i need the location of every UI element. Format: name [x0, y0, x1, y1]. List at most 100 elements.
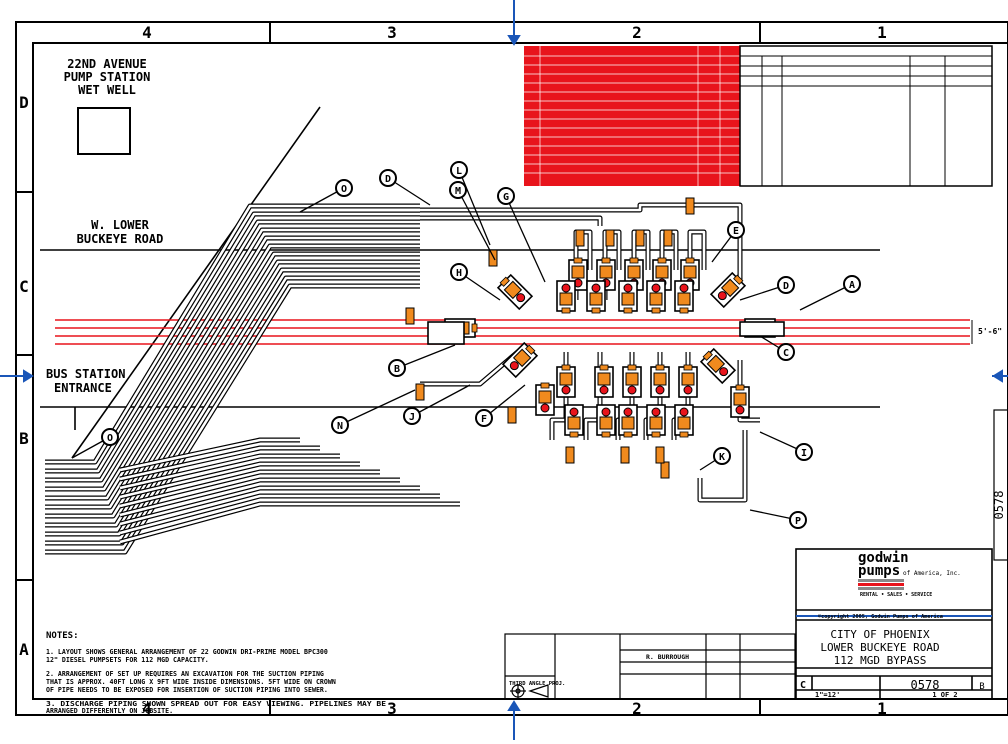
- pump-impeller: [683, 385, 693, 395]
- pump-coupling: [702, 350, 713, 361]
- third-angle-symbol: [510, 684, 549, 698]
- pumpset: [646, 404, 666, 438]
- pipe-fitting: [605, 229, 615, 247]
- pump-impeller: [569, 407, 579, 417]
- logo-pumps: pumps: [858, 563, 900, 579]
- pump-impeller: [561, 283, 571, 293]
- discharge-pipe-bore: [45, 236, 420, 500]
- pump-impeller: [679, 283, 689, 293]
- pump-impeller: [561, 385, 571, 395]
- pump-impeller: [655, 385, 665, 395]
- pump-body: [653, 372, 667, 386]
- outer-frame: [15, 21, 1008, 716]
- pumpset: [699, 347, 737, 385]
- callout-circle: [795, 443, 813, 461]
- note-1b: 12" DIESEL PUMPSETS FOR 112 MGD CAPACITY…: [46, 656, 209, 664]
- col-3-bottom: 3: [387, 699, 397, 718]
- discharge-pipe-bore: [119, 462, 360, 499]
- wet-well-label-3: WET WELL: [78, 83, 136, 97]
- title-line-1: CITY OF PHOENIX: [830, 628, 930, 641]
- bus-label-1: BUS STATION: [46, 367, 125, 381]
- pump-coupling: [569, 431, 579, 438]
- pipe-fitting: [575, 229, 585, 247]
- discharge-pipe-bore: [119, 470, 380, 508]
- logo-tagline: RENTAL • SALES • SERVICE: [860, 592, 932, 598]
- pump-coupling: [651, 307, 661, 314]
- pumpset: [496, 273, 534, 311]
- pump-body: [683, 265, 697, 279]
- approver-name: R. BURROUGH: [646, 653, 689, 661]
- callout-leader: [505, 195, 546, 283]
- pumpset: [709, 271, 747, 309]
- discharge-pipe-bore: [45, 204, 420, 464]
- pump-body: [627, 265, 641, 279]
- scale-value: 1"=12': [815, 691, 840, 699]
- revision-letter: B: [979, 682, 984, 692]
- third-angle-label: THIRD ANGLE PROJ.: [509, 681, 565, 687]
- col-1-top: 1: [877, 23, 887, 42]
- row-c: C: [19, 277, 29, 296]
- col-4-bottom: 4: [142, 699, 152, 718]
- row-d: D: [19, 93, 29, 112]
- pumpset: [618, 404, 638, 438]
- callout-circle: [331, 416, 349, 434]
- callout-letter: F: [481, 414, 487, 425]
- sheet-size: C: [800, 680, 806, 691]
- col-4-top: 4: [142, 23, 152, 42]
- logo-suffix: of America, Inc.: [903, 570, 961, 577]
- pump-body: [597, 372, 611, 386]
- pipe-fitting: [663, 229, 673, 247]
- pump-coupling: [499, 276, 510, 287]
- pipe-fitting: [488, 249, 498, 267]
- dimension-label: 5'-6": [978, 327, 1002, 336]
- pump-body: [733, 392, 747, 406]
- pump-body: [625, 372, 639, 386]
- pump-impeller: [651, 283, 661, 293]
- col-2-bottom: 2: [632, 699, 642, 718]
- discharge-pipe-bore: [45, 220, 420, 482]
- suction-manifold-left: [427, 321, 465, 345]
- pump-body: [681, 372, 695, 386]
- note-2b: THAT IS APPROX. 40FT LONG X 9FT WIDE INS…: [46, 678, 336, 686]
- pumpset: [730, 384, 750, 418]
- pump-coupling: [599, 364, 609, 371]
- pump-coupling: [627, 364, 637, 371]
- revision-table: [739, 45, 993, 187]
- discharge-pipe-bore: [119, 454, 340, 490]
- pump-impeller: [719, 367, 729, 377]
- pumpset: [556, 364, 576, 398]
- callout-letter: D: [783, 281, 789, 292]
- pumpset: [596, 404, 616, 438]
- col-1-bottom: 1: [877, 699, 887, 718]
- row-a: A: [19, 640, 29, 659]
- callout-leader: [396, 344, 456, 369]
- column-ticks: [16, 22, 761, 715]
- pump-body: [512, 348, 532, 368]
- pipe-fitting: [565, 446, 575, 464]
- pump-body: [649, 292, 663, 306]
- pump-coupling: [685, 257, 695, 264]
- drawing-number: 0578: [911, 678, 940, 692]
- callout-letter: L: [456, 166, 462, 177]
- side-drawing-number: 0578: [992, 491, 1006, 520]
- pipe-fitting: [655, 446, 665, 464]
- pump-impeller: [516, 293, 526, 303]
- pump-body: [599, 265, 613, 279]
- pump-coupling: [655, 364, 665, 371]
- pumpset: [674, 404, 694, 438]
- parts-list-table: [524, 46, 740, 186]
- callout-letter: B: [394, 364, 400, 375]
- discharge-pipe-bore: [420, 216, 602, 226]
- sheet-number: 1 OF 2: [932, 691, 957, 699]
- logo-stripes: [858, 579, 904, 590]
- note-2a: 2. ARRANGEMENT OF SET UP REQUIRES AN EXC…: [46, 670, 324, 678]
- pump-impeller: [651, 407, 661, 417]
- pump-impeller: [540, 403, 550, 413]
- callout-letter: I: [801, 448, 807, 459]
- note-1a: 1. LAYOUT SHOWS GENERAL ARRANGEMENT OF 2…: [46, 648, 328, 656]
- row-b: B: [19, 429, 29, 448]
- discharge-pipe-bore: [45, 268, 420, 536]
- callout-circle: [713, 447, 731, 465]
- pump-coupling: [561, 307, 571, 314]
- wet-well-label-2: PUMP STATION: [64, 70, 151, 84]
